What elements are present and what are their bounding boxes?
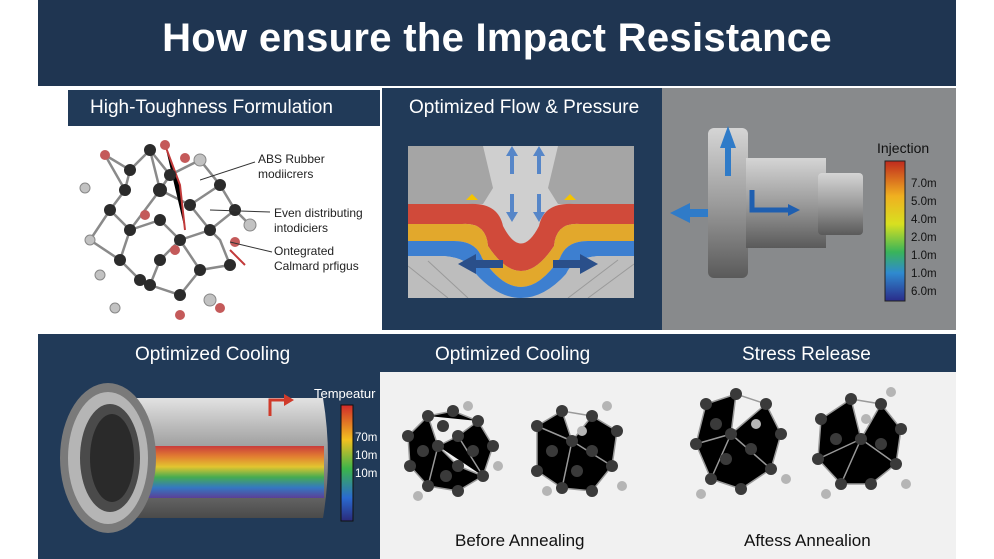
- temperature-colorbar: [340, 404, 354, 522]
- cluster-after-annealing-2: [812, 387, 911, 499]
- molecule-cluster-illustration: [79, 140, 257, 320]
- formulation-header: High-Toughness Formulation: [90, 97, 333, 118]
- cooling-left-header: Optimized Cooling: [135, 344, 291, 365]
- formulation-panel: [38, 86, 380, 330]
- after-annealing-caption: Aftess Annealion: [744, 531, 871, 550]
- injection-tick-2: 4.0m: [911, 214, 937, 226]
- flow-cross-section: [408, 146, 634, 298]
- injection-tick-3: 2.0m: [911, 232, 937, 244]
- injection-tick-4: 1.0m: [911, 250, 937, 262]
- cooling-cylinder: [60, 383, 328, 533]
- injection-cylinder: [670, 126, 863, 278]
- label-integrated: Ontegrated Calmard prfigus: [274, 244, 359, 273]
- formulation-header-bar: [68, 90, 380, 126]
- label-abs-rubber: ABS Rubber modiicrers: [258, 152, 325, 181]
- cluster-after-annealing-1: [690, 388, 791, 499]
- title-bar: [38, 0, 956, 86]
- bottom-header-bar: [380, 334, 956, 372]
- cluster-before-annealing-2: [531, 401, 627, 497]
- cooling-mid-header: Optimized Cooling: [435, 344, 591, 365]
- stress-header: Stress Release: [742, 344, 871, 365]
- before-annealing-caption: Before Annealing: [455, 531, 585, 550]
- cluster-before-annealing-1: [402, 401, 503, 501]
- injection-legend-title: Injection: [877, 140, 930, 156]
- temperature-tick-2: 10m: [355, 468, 378, 480]
- injection-tick-5: 1.0m: [911, 268, 937, 280]
- temperature-tick-1: 10m: [355, 450, 378, 462]
- temperature-legend-title: Tempeatur: [314, 386, 376, 401]
- injection-tick-0: 7.0m: [911, 178, 937, 190]
- temperature-tick-0: 70m: [355, 432, 378, 444]
- flow-header: Optimized Flow & Pressure: [409, 97, 640, 118]
- injection-tick-1: 5.0m: [911, 196, 937, 208]
- label-even-distributing: Even distributing intodiciers: [274, 206, 363, 235]
- injection-colorbar: [884, 160, 906, 302]
- page-title: How ensure the Impact Resistance: [162, 16, 832, 60]
- leader-lines: [200, 161, 273, 253]
- injection-tick-6: 6.0m: [911, 286, 937, 298]
